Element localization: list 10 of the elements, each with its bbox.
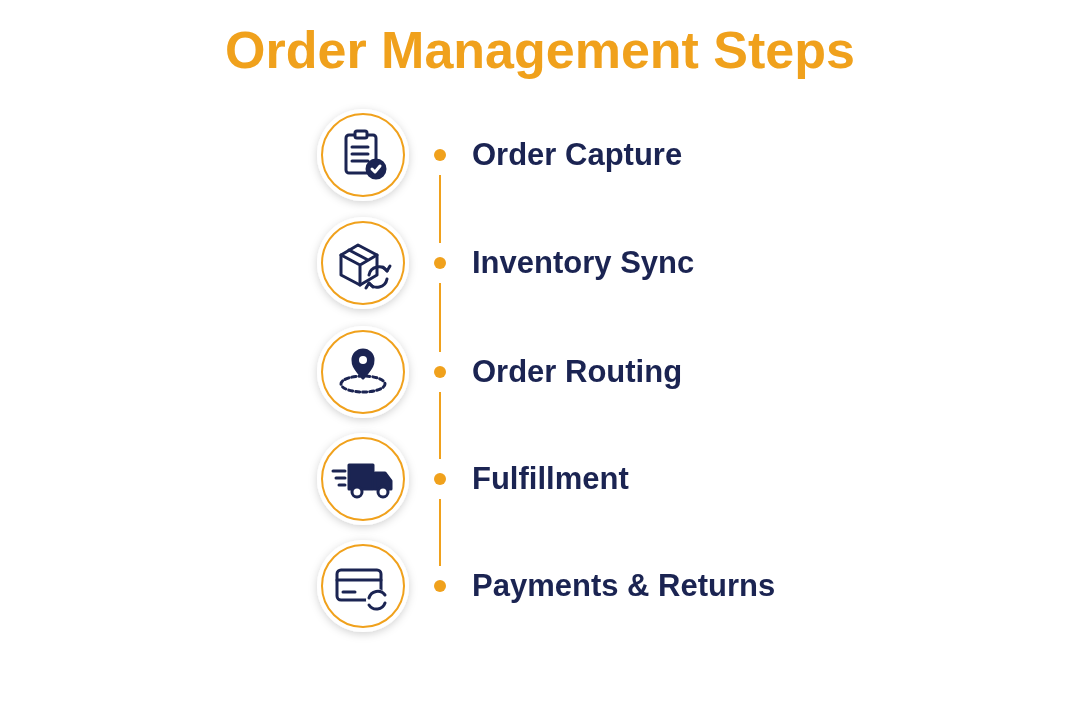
connector-line xyxy=(439,391,441,460)
connector-line xyxy=(439,498,441,567)
connector-line xyxy=(439,282,441,353)
step-label: Fulfillment xyxy=(472,460,629,498)
connector-line xyxy=(439,174,441,244)
title: Order Management Steps xyxy=(224,20,856,81)
step-label: Order Routing xyxy=(472,353,683,391)
step-label: Order Capture xyxy=(472,136,683,174)
step-label: Payments & Returns xyxy=(472,567,776,605)
step-label: Inventory Sync xyxy=(472,244,695,282)
